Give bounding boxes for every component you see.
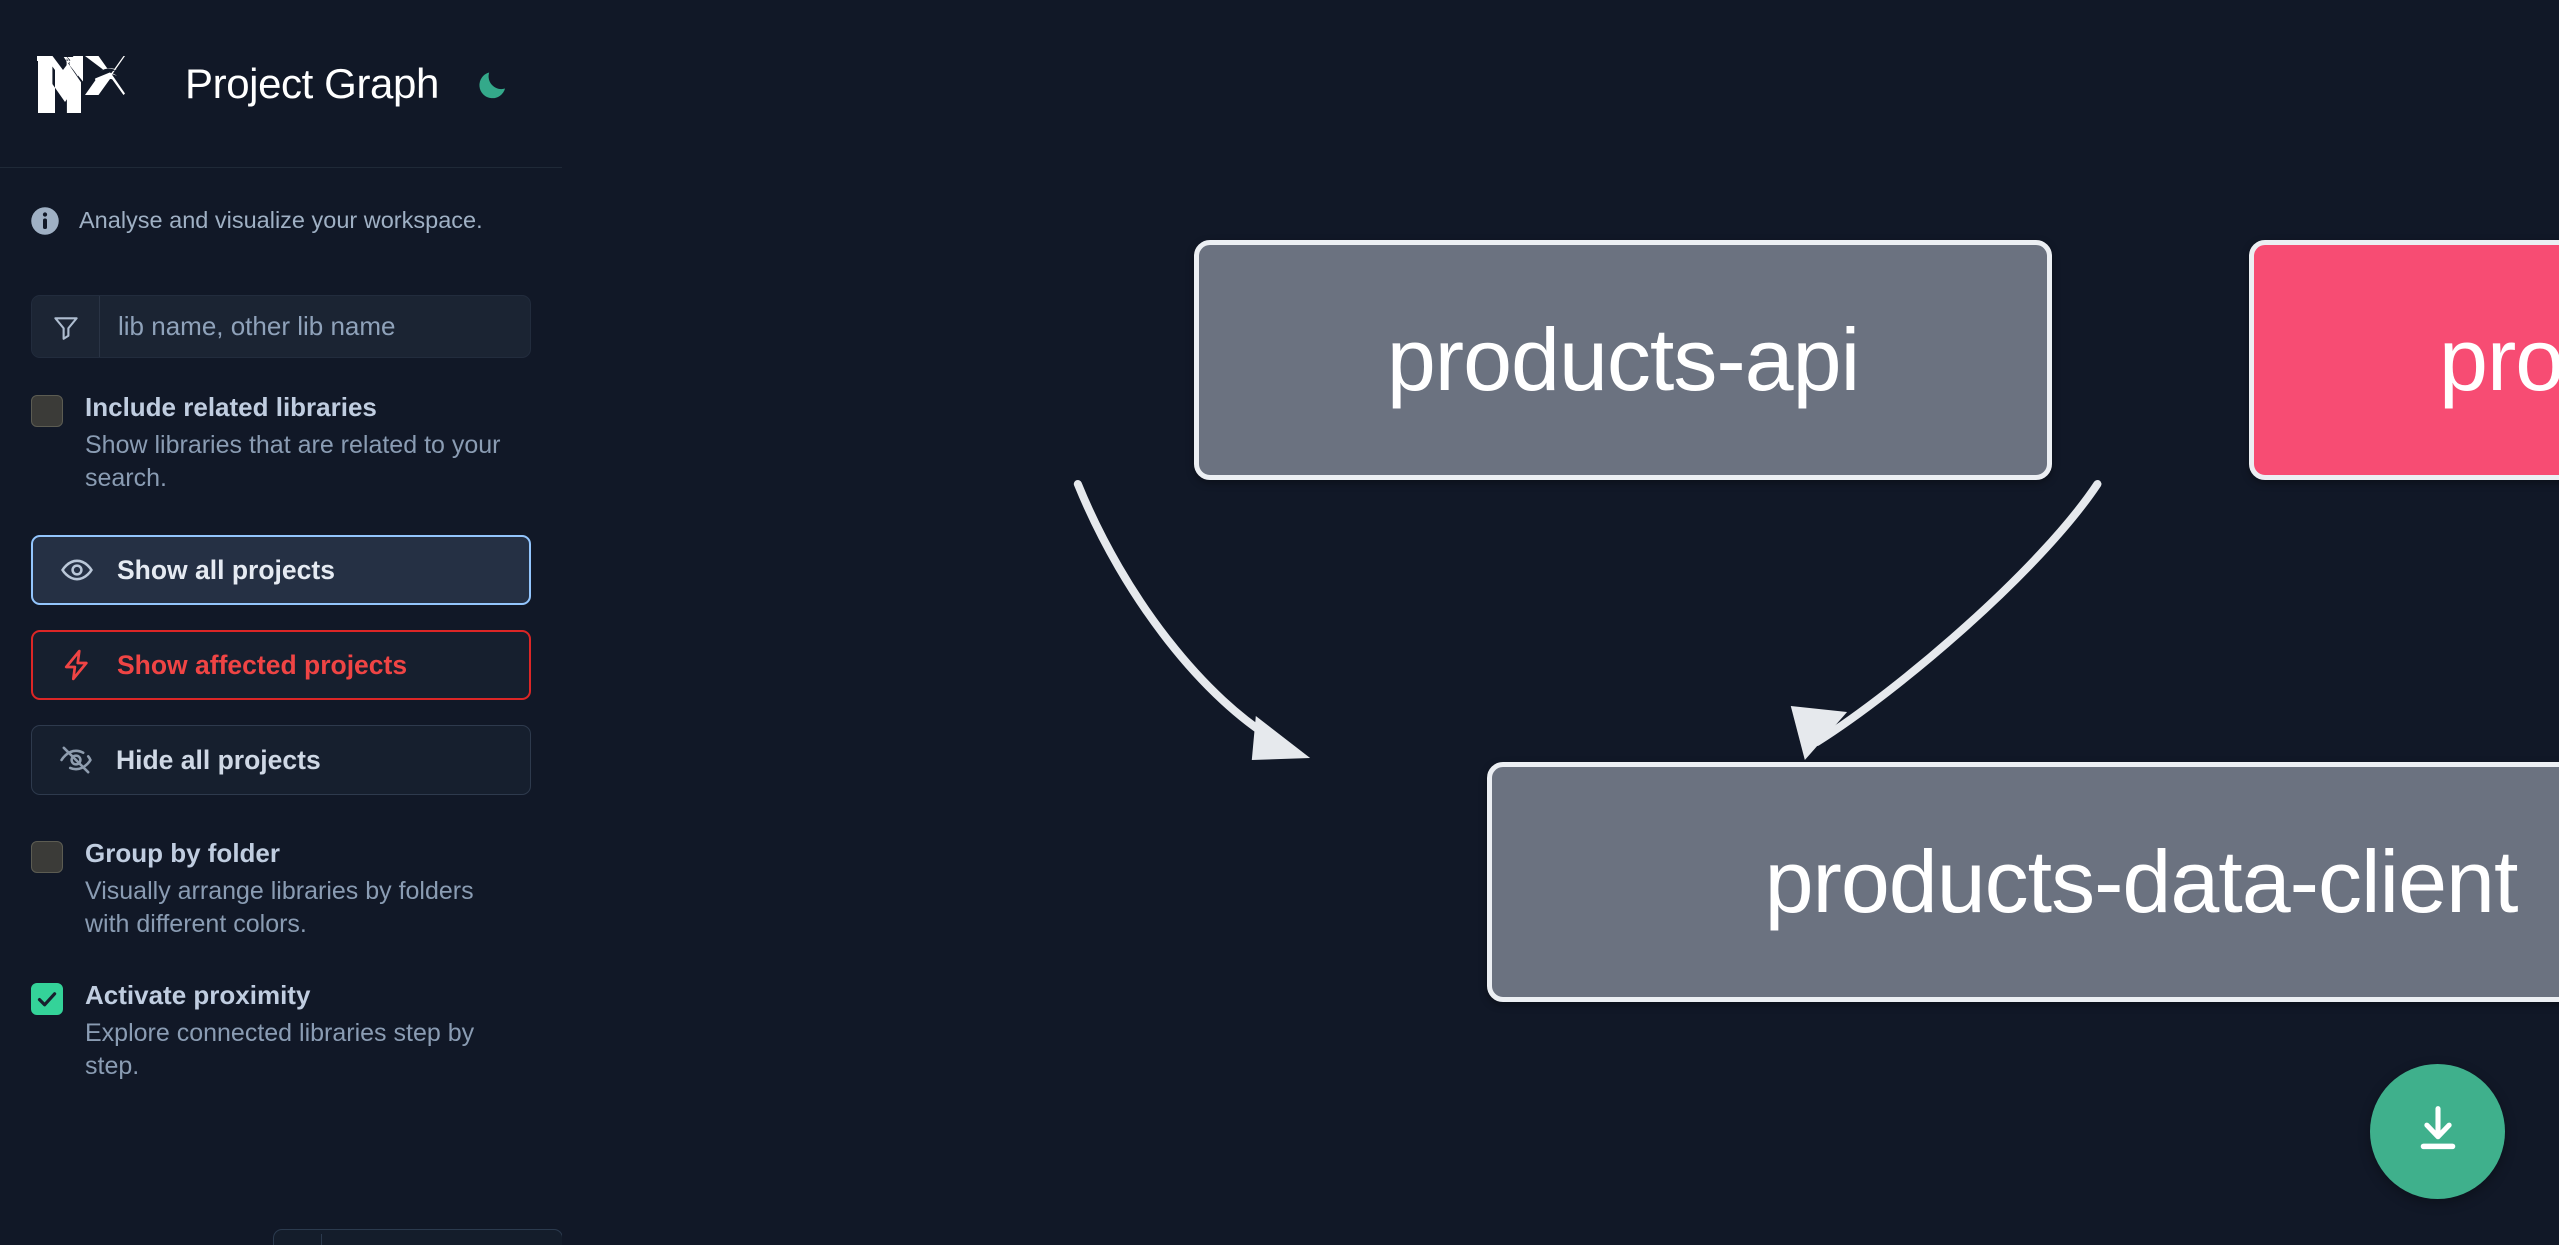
show-affected-projects-label: Show affected projects [117, 649, 408, 680]
show-all-projects-label: Show all projects [117, 554, 335, 585]
page-title: Project Graph [185, 59, 439, 107]
sidebar: Project Graph Analyse and visualize your… [0, 0, 562, 1245]
download-icon [2409, 1100, 2467, 1163]
option-include-related-libraries[interactable]: Include related libraries Show libraries… [31, 391, 531, 495]
option-group-by-folder[interactable]: Group by folder Visually arrange librari… [31, 837, 531, 941]
show-affected-projects-button[interactable]: Show affected projects [31, 630, 531, 700]
show-all-projects-button[interactable]: Show all projects [31, 535, 531, 605]
include-related-libraries-description: Show libraries that are related to your … [85, 430, 501, 492]
bolt-icon [58, 646, 96, 684]
graph-node-products-data-client[interactable]: products-data-client [1487, 762, 2559, 1002]
edge-products-cli-to-products-data-client [1790, 480, 2102, 760]
eye-icon [58, 551, 96, 589]
moon-icon[interactable] [473, 64, 513, 104]
search-input[interactable] [100, 296, 530, 357]
graph-node-label: products-api [1386, 310, 1860, 409]
graph-node-label: products-data-client [1764, 832, 2519, 931]
activate-proximity-checkbox[interactable] [31, 983, 63, 1015]
hide-all-projects-label: Hide all projects [116, 744, 321, 775]
activate-proximity-label[interactable]: Activate proximity [85, 980, 311, 1010]
workspace-note: Analyse and visualize your workspace. [0, 168, 562, 273]
graph-canvas[interactable]: products-api products-cli products-data-… [562, 0, 2559, 1245]
download-image-button[interactable] [2370, 1064, 2505, 1199]
edge-products-api-to-products-data-client [1073, 480, 1311, 760]
eye-off-icon [57, 741, 95, 779]
sidebar-body: Include related libraries Show libraries… [0, 295, 562, 1083]
group-by-folder-checkbox[interactable] [31, 841, 63, 873]
include-related-libraries-checkbox[interactable] [31, 395, 63, 427]
activate-proximity-description: Explore connected libraries step by step… [85, 1018, 475, 1080]
group-by-folder-label[interactable]: Group by folder [85, 838, 280, 868]
graph-edges [1073, 480, 2102, 760]
hide-all-projects-button[interactable]: Hide all projects [31, 725, 531, 795]
sidebar-header: Project Graph [0, 0, 562, 168]
group-by-folder-description: Visually arrange libraries by folders wi… [85, 876, 474, 938]
nx-logo-icon [33, 51, 125, 117]
graph-node-products-api[interactable]: products-api [1194, 240, 2052, 480]
workspace-note-text: Analyse and visualize your workspace. [79, 207, 483, 233]
search-row [31, 295, 531, 358]
graph-node-products-cli[interactable]: products-cli [2249, 240, 2559, 480]
info-icon [30, 206, 60, 236]
include-related-libraries-label[interactable]: Include related libraries [85, 392, 377, 422]
option-activate-proximity[interactable]: Activate proximity Explore connected lib… [31, 979, 531, 1083]
stepper-divider [321, 1234, 322, 1245]
graph-node-label: products-cli [2439, 310, 2559, 409]
filter-icon [32, 296, 100, 357]
proximity-stepper-partial[interactable] [273, 1229, 562, 1245]
